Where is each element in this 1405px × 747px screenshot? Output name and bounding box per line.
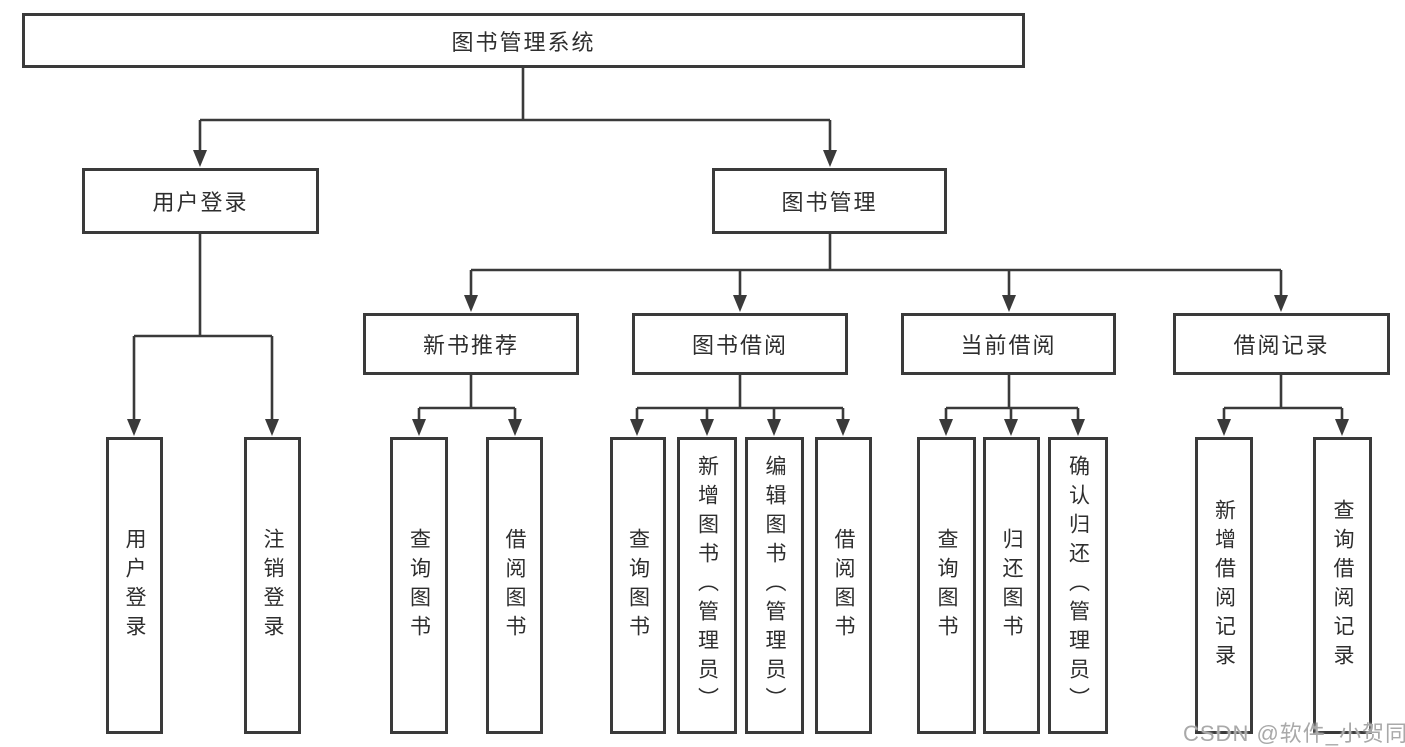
node-user-login: 用户登录 (82, 168, 319, 234)
connector-user-login-branch (132, 234, 274, 422)
arrowhead-leaf-confirm-return (1071, 419, 1085, 436)
node-leaf-add-borrow-record: 新增借阅记录 (1195, 437, 1253, 734)
arrowhead-book-management (823, 150, 837, 167)
node-label: 图书借阅 (691, 333, 788, 358)
arrowhead-leaf-add-borrow-record (1217, 419, 1231, 436)
node-book-borrowing: 图书借阅 (632, 313, 848, 375)
connector-current-borrowing-branch (944, 375, 1080, 422)
node-label: 编辑图书（管理员） (763, 455, 786, 716)
node-leaf-logout: 注销登录 (244, 437, 301, 734)
arrowhead-leaf-logout (265, 419, 279, 436)
arrowhead-leaf-edit-book (767, 419, 781, 436)
node-leaf-add-book-admin: 新增图书（管理员） (677, 437, 737, 734)
connector-borrowing-records-branch (1222, 375, 1344, 422)
node-label: 确认归还（管理员） (1066, 455, 1090, 716)
csdn-watermark: CSDN @软件_小贺同学 (1183, 721, 1405, 746)
node-library-management-system: 图书管理系统 (22, 13, 1025, 68)
node-label: 新增借阅记录 (1212, 498, 1236, 673)
node-label: 归还图书 (1000, 527, 1023, 644)
arrowhead-leaf-query-books-borrow (630, 419, 644, 436)
arrowhead-new-book-recommendation (464, 295, 478, 312)
node-new-book-recommendation: 新书推荐 (363, 313, 579, 375)
connector-root-branch (198, 68, 832, 153)
node-leaf-confirm-return-admin: 确认归还（管理员） (1048, 437, 1108, 734)
arrowhead-leaf-query-books-recommend (412, 419, 426, 436)
node-label: 借阅记录 (1233, 333, 1330, 358)
node-current-borrowing: 当前借阅 (901, 313, 1116, 375)
node-label: 注销登录 (261, 527, 284, 644)
node-label: 图书管理 (781, 190, 878, 215)
connector-book-management-branch (469, 234, 1283, 298)
node-label: 用户登录 (123, 527, 146, 644)
arrowhead-leaf-borrow-books-borrow (836, 419, 850, 436)
node-leaf-edit-book-admin: 编辑图书（管理员） (745, 437, 804, 734)
node-label: 用户登录 (152, 190, 249, 215)
node-label: 查询图书 (935, 527, 958, 644)
node-label: 新增图书（管理员） (695, 455, 719, 716)
arrowhead-leaf-add-book (700, 419, 714, 436)
node-label: 查询图书 (626, 527, 650, 644)
arrowhead-leaf-query-books-current (939, 419, 953, 436)
node-label: 查询借阅记录 (1331, 498, 1354, 673)
node-borrowing-records: 借阅记录 (1173, 313, 1390, 375)
node-leaf-user-login: 用户登录 (106, 437, 163, 734)
node-label: 借阅图书 (832, 527, 855, 644)
connector-new-book-recommendation-branch (417, 375, 517, 422)
node-label: 图书管理系统 (451, 29, 596, 55)
node-book-management: 图书管理 (712, 168, 947, 234)
node-leaf-borrow-books-recommend: 借阅图书 (486, 437, 543, 734)
node-label: 借阅图书 (503, 527, 526, 644)
arrowhead-leaf-borrow-books-recommend (508, 419, 522, 436)
node-label: 查询图书 (407, 527, 431, 644)
node-leaf-query-books-recommend: 查询图书 (390, 437, 448, 734)
arrowhead-current-borrowing (1002, 295, 1016, 312)
node-leaf-return-books: 归还图书 (983, 437, 1040, 734)
node-leaf-borrow-books-borrow: 借阅图书 (815, 437, 872, 734)
connector-book-borrowing-branch (635, 375, 845, 422)
node-label: 当前借阅 (960, 333, 1057, 358)
arrowhead-user-login (193, 150, 207, 167)
arrowhead-leaf-user-login (127, 419, 141, 436)
node-leaf-query-books-borrow: 查询图书 (610, 437, 666, 734)
node-label: 新书推荐 (422, 333, 519, 358)
arrowhead-borrowing-records (1274, 295, 1288, 312)
node-leaf-query-borrow-record: 查询借阅记录 (1313, 437, 1372, 734)
arrowhead-leaf-return-books (1004, 419, 1018, 436)
arrowhead-book-borrowing (733, 295, 747, 312)
node-leaf-query-books-current: 查询图书 (917, 437, 976, 734)
arrowhead-leaf-query-borrow-record (1335, 419, 1349, 436)
arrowheads (127, 150, 1349, 436)
connector-lines (132, 68, 1344, 422)
